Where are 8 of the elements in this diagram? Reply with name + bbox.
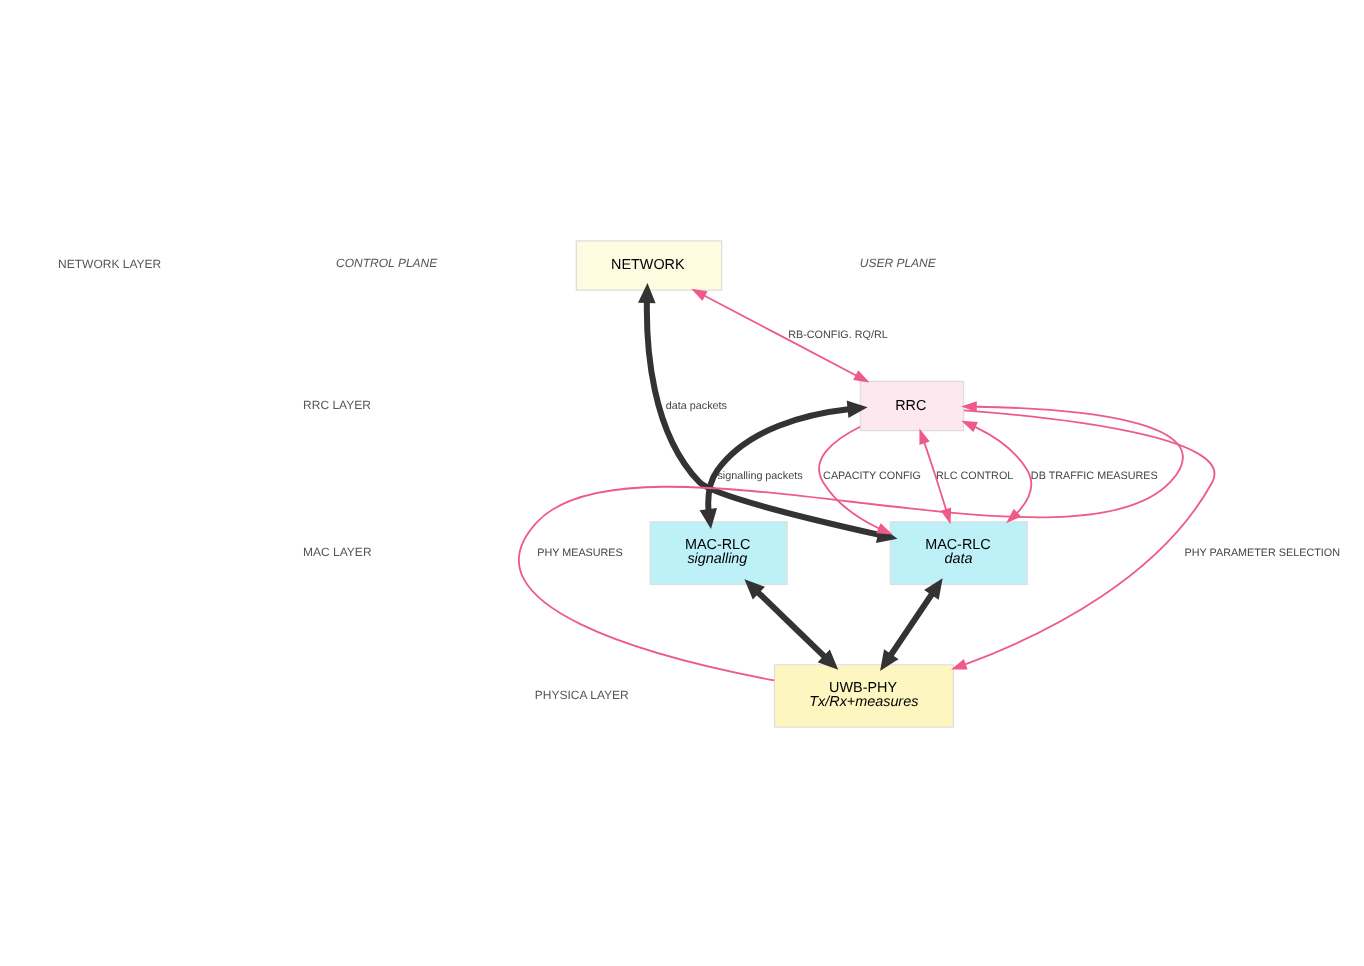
arrow [691,287,870,382]
arrow [638,281,898,543]
arrow [880,577,943,670]
arrow [818,424,893,534]
arrow [517,400,1184,681]
arrow [744,578,839,669]
arrow [951,408,1216,669]
arrow [699,399,868,529]
